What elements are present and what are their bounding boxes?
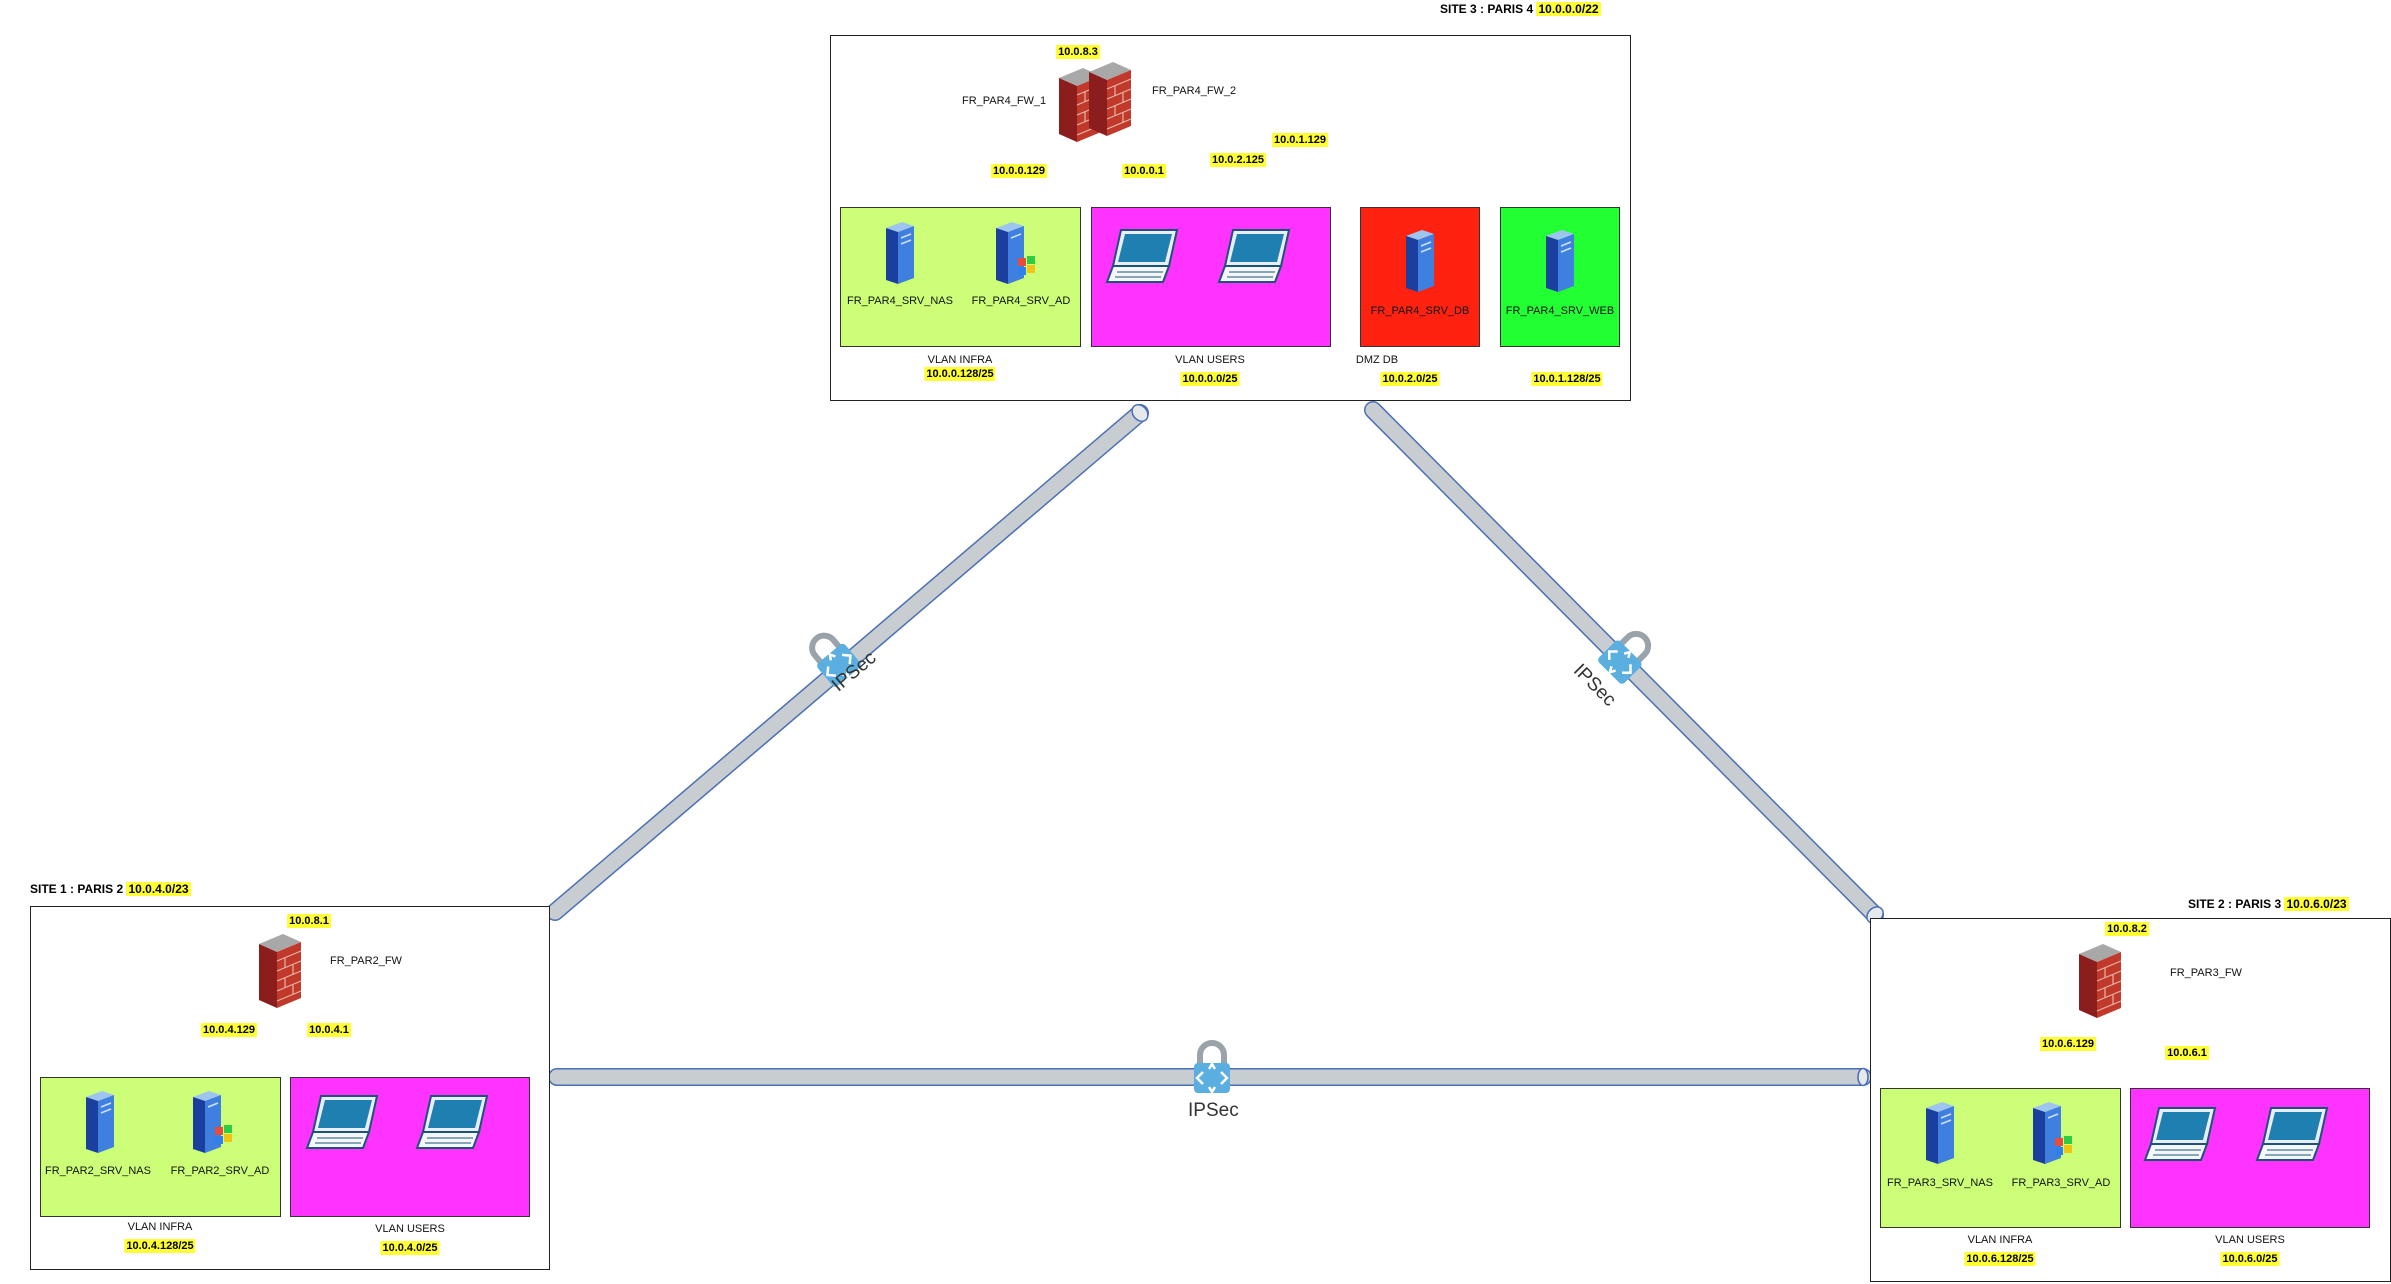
- laptop-icon: [2255, 1107, 2329, 1161]
- server-icon: [1926, 1102, 1954, 1164]
- site1-link-infra-ip: 10.0.4.129: [201, 1023, 257, 1037]
- site2-fw-name: FR_PAR3_FW: [2170, 967, 2242, 979]
- site1-vlan-infra-zone: [40, 1077, 281, 1217]
- site1-users-subnet: 10.0.4.0/25: [380, 1241, 440, 1255]
- server-icon: [86, 1091, 114, 1153]
- site1-link-users-ip: 10.0.4.1: [307, 1023, 351, 1037]
- site3-vlan-infra-zone: [840, 207, 1081, 347]
- site1-nas-label: FR_PAR2_SRV_NAS: [45, 1165, 151, 1177]
- vpn-lock-icon: [1598, 630, 1652, 684]
- vpn-lock-icon: [809, 632, 861, 687]
- site2-fw-ip: 10.0.8.2: [2105, 922, 2149, 936]
- site3-db-zone-label: DMZ DB: [1355, 354, 1399, 366]
- site2-subnet: 10.0.6.0/23: [2284, 897, 2349, 911]
- site2-vlan-infra-zone: [1880, 1088, 2121, 1228]
- vpn-lock-icon: [1194, 1040, 1230, 1095]
- site3-db-subnet: 10.0.2.0/25: [1380, 372, 1440, 386]
- site2-link-infra-ip: 10.0.6.129: [2040, 1037, 2096, 1051]
- site2-users-subnet: 10.0.6.0/25: [2220, 1252, 2280, 1266]
- site1-users-label: VLAN USERS: [375, 1223, 445, 1235]
- site2-ad-label: FR_PAR3_SRV_AD: [2011, 1177, 2111, 1189]
- server-icon: [1546, 230, 1574, 292]
- site3-fw-ip: 10.0.8.3: [1056, 45, 1100, 59]
- site1-fw-name: FR_PAR2_FW: [330, 955, 402, 967]
- windows-server-icon: [193, 1091, 232, 1153]
- site1-infra-label: VLAN INFRA: [127, 1221, 193, 1233]
- ipsec-bottom-label: IPSec: [1188, 1100, 1239, 1121]
- server-icon: [1406, 230, 1434, 292]
- site3-web-label: FR_PAR4_SRV_WEB: [1505, 305, 1615, 317]
- site3-users-subnet: 10.0.0.0/25: [1180, 372, 1240, 386]
- site2-infra-label: VLAN INFRA: [1967, 1234, 2033, 1246]
- site1-fw-ip: 10.0.8.1: [287, 914, 331, 928]
- site3-db-label: FR_PAR4_SRV_DB: [1370, 305, 1470, 317]
- site1-infra-subnet: 10.0.4.128/25: [124, 1239, 196, 1253]
- site2-nas-label: FR_PAR3_SRV_NAS: [1887, 1177, 1993, 1189]
- site3-link-web-ip: 10.0.1.129: [1272, 133, 1328, 147]
- laptop-icon: [415, 1095, 489, 1149]
- laptop-icon: [305, 1095, 379, 1149]
- site2-infra-subnet: 10.0.6.128/25: [1964, 1252, 2036, 1266]
- site3-link-users-ip: 10.0.0.1: [1122, 164, 1166, 178]
- site3-infra-label: VLAN INFRA: [927, 354, 993, 366]
- windows-server-icon: [2033, 1102, 2072, 1164]
- site3-fw2-name: FR_PAR4_FW_2: [1152, 85, 1237, 97]
- laptop-icon: [2143, 1107, 2217, 1161]
- site3-users-label: VLAN USERS: [1175, 354, 1245, 366]
- site3-subnet: 10.0.0.0/22: [1536, 2, 1601, 16]
- site3-infra-subnet: 10.0.0.128/25: [924, 367, 996, 381]
- site1-title: SITE 1 : PARIS 2 10.0.4.0/23: [30, 882, 191, 896]
- site3-fw1-name: FR_PAR4_FW_1: [962, 95, 1047, 107]
- site3-web-subnet: 10.0.1.128/25: [1531, 372, 1603, 386]
- laptop-icon: [1217, 229, 1291, 283]
- site3-link-db-ip: 10.0.2.125: [1210, 153, 1266, 167]
- site2-users-label: VLAN USERS: [2215, 1234, 2285, 1246]
- site1-subnet: 10.0.4.0/23: [126, 882, 191, 896]
- site3-ad-label: FR_PAR4_SRV_AD: [971, 295, 1071, 307]
- site2-title: SITE 2 : PARIS 3 10.0.6.0/23: [2188, 897, 2349, 911]
- laptop-icon: [1105, 229, 1179, 283]
- site2-link-users-ip: 10.0.6.1: [2165, 1046, 2209, 1060]
- windows-server-icon: [996, 222, 1035, 284]
- firewall-icon: [2079, 944, 2122, 1018]
- site3-title: SITE 3 : PARIS 4 10.0.0.0/22: [1440, 2, 1601, 16]
- firewall-icon: [259, 934, 302, 1008]
- site3-nas-label: FR_PAR4_SRV_NAS: [847, 295, 953, 307]
- server-icon: [886, 222, 914, 284]
- firewall-icon: [1089, 62, 1132, 136]
- site1-ad-label: FR_PAR2_SRV_AD: [170, 1165, 270, 1177]
- site3-link-infra-ip: 10.0.0.129: [991, 164, 1047, 178]
